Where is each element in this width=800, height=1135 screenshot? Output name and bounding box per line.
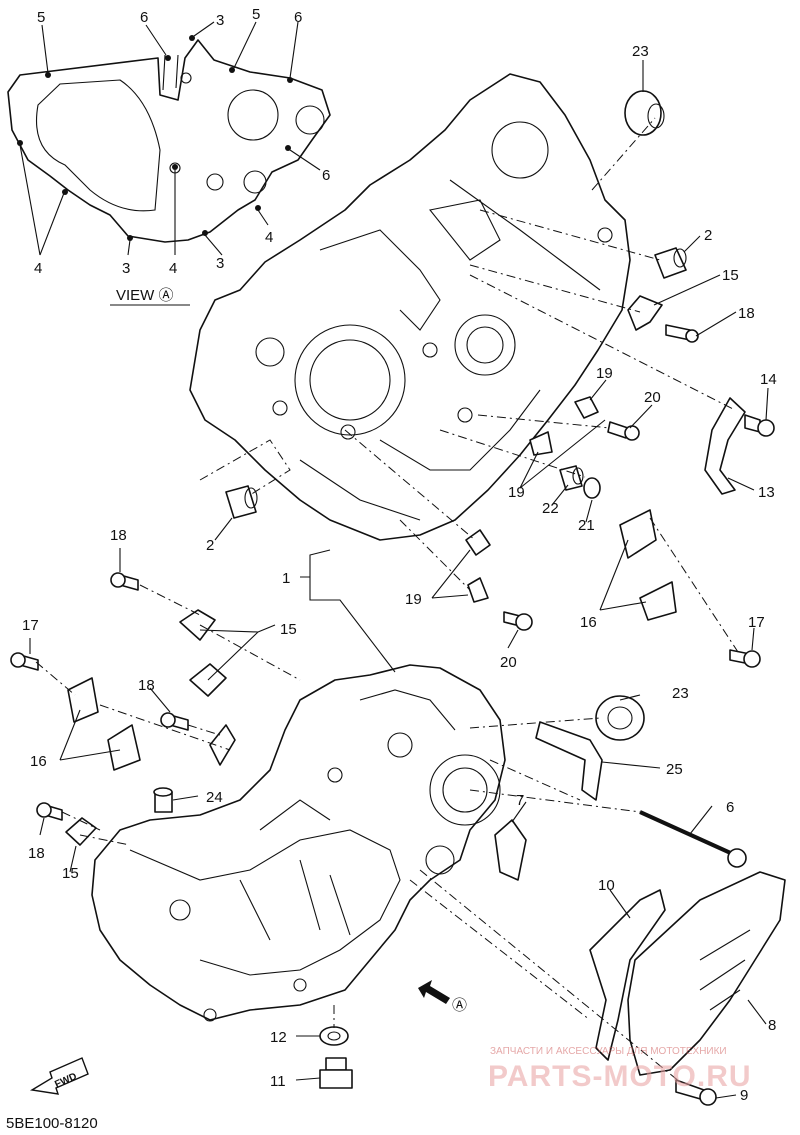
callout-2-upper: 2 — [704, 227, 712, 244]
callout-21: 21 — [578, 517, 595, 534]
leader-lines — [29, 60, 769, 1099]
callout-8: 8 — [768, 1017, 776, 1034]
callout-20-upper: 20 — [644, 389, 661, 406]
bracket-13 — [704, 397, 746, 495]
callout-6: 6 — [726, 799, 734, 816]
plate-16-right-b — [639, 581, 677, 621]
callout-11: 11 — [270, 1073, 286, 1090]
callout-23-upper: 23 — [632, 43, 649, 60]
view-a-caption: VIEW Ⓐ — [116, 287, 174, 304]
plate-19-a — [574, 396, 599, 419]
clamp-7 — [494, 819, 527, 881]
callout-22: 22 — [542, 500, 559, 517]
callout-10: 10 — [598, 877, 615, 894]
diagram-code: 5BE100-8120 — [6, 1115, 98, 1132]
callout-16-right: 16 — [580, 614, 597, 631]
callout-18-lower-left: 18 — [28, 845, 45, 862]
callout-inset-4a: 4 — [265, 229, 273, 246]
callout-inset-5a: 5 — [37, 9, 45, 26]
callout-23-lower: 23 — [672, 685, 689, 702]
long-bolt-6 — [639, 810, 747, 868]
bolt-17-right — [729, 649, 761, 668]
plate-15-upper — [627, 295, 663, 331]
drain-plug-11 — [319, 1057, 353, 1089]
watermark-logo: PARTS-MOTO.RU — [488, 1060, 752, 1093]
dowel-pin-2-upper — [654, 247, 687, 279]
view-a-arrow-label: Ⓐ — [452, 997, 467, 1014]
callout-labels: 5 6 3 5 6 6 4 4 3 4 3 23 2 15 18 14 19 2… — [22, 6, 777, 1104]
callout-18-upper: 18 — [738, 305, 755, 322]
bolt-18-mid — [160, 712, 189, 731]
fitting-24 — [153, 787, 173, 813]
dowel-22 — [559, 465, 584, 491]
view-a-arrow: Ⓐ — [418, 980, 467, 1014]
plate-15-mid — [209, 724, 236, 766]
callout-inset-4c: 4 — [169, 260, 177, 277]
callout-inset-3c: 3 — [216, 255, 224, 272]
callout-inset-4b: 4 — [34, 260, 42, 277]
bolt-20-middle — [503, 611, 533, 631]
plate-19-b — [529, 431, 553, 456]
view-a-inset — [7, 21, 331, 306]
sprocket-cover-8 — [627, 871, 786, 1076]
bolt-14 — [744, 414, 775, 437]
watermark: ЗАПЧАСТИ И АКСЕССУАРЫ ДЛЯ МОТОТЕХНИКИ PA… — [488, 1046, 752, 1093]
callout-inset-6c: 6 — [322, 167, 330, 184]
callout-19-c: 19 — [405, 591, 422, 608]
callout-2-lower: 2 — [206, 537, 214, 554]
callout-18-mid: 18 — [138, 677, 155, 694]
oil-seal-23-upper — [624, 90, 665, 136]
washer-12 — [319, 1026, 349, 1046]
callout-19-b: 19 — [508, 484, 525, 501]
gasket-dowel-dots — [17, 35, 293, 241]
plate-15-left-a — [179, 609, 216, 641]
bracket-25 — [535, 721, 603, 801]
callout-inset-6b: 6 — [294, 9, 302, 26]
crankcase-left-half — [91, 664, 506, 1022]
callout-17-left: 17 — [22, 617, 39, 634]
callout-inset-3a: 3 — [216, 12, 224, 29]
callout-1: 1 — [282, 570, 290, 587]
bolt-17-left — [10, 652, 39, 671]
callout-9: 9 — [740, 1087, 748, 1104]
plate-19-d — [467, 577, 489, 603]
oil-seal-23-lower — [595, 695, 645, 741]
inset-leader-lines — [19, 21, 321, 256]
callout-15-lower-left: 15 — [62, 865, 79, 882]
bolt-18-upper — [665, 324, 699, 343]
callout-inset-3b: 3 — [122, 260, 130, 277]
bolt-18-left — [110, 572, 139, 591]
callout-12: 12 — [270, 1029, 287, 1046]
callout-20-middle: 20 — [500, 654, 517, 671]
plate-16-left-b — [107, 724, 141, 771]
callout-15-left: 15 — [280, 621, 297, 638]
plate-16-left-a — [67, 677, 99, 723]
plate-19-c — [465, 529, 491, 556]
callout-16-left: 16 — [30, 753, 47, 770]
callout-7: 7 — [516, 792, 524, 809]
bolt-9 — [675, 1079, 717, 1106]
callout-18-left: 18 — [110, 527, 127, 544]
bolt-18-lower-left — [36, 802, 63, 821]
plate-16-right-a — [619, 509, 657, 559]
callout-inset-5b: 5 — [252, 6, 260, 23]
callout-17-right: 17 — [748, 614, 765, 631]
bolt-20-upper — [607, 421, 640, 441]
plate-15-lower-left — [65, 817, 97, 846]
callout-15-upper: 15 — [722, 267, 739, 284]
callout-14: 14 — [760, 371, 777, 388]
callout-13: 13 — [758, 484, 775, 501]
crankcase-right-half — [189, 73, 631, 541]
gasket-10 — [589, 889, 666, 1061]
callout-25: 25 — [666, 761, 683, 778]
dowel-pin-2-lower — [225, 485, 258, 519]
callout-inset-6a: 6 — [140, 9, 148, 26]
fwd-arrow-icon: FWD — [29, 1057, 89, 1095]
o-ring-21 — [583, 477, 601, 499]
callout-19-a: 19 — [596, 365, 613, 382]
watermark-tagline: ЗАПЧАСТИ И АКСЕССУАРЫ ДЛЯ МОТОТЕХНИКИ — [490, 1046, 727, 1057]
callout-24: 24 — [206, 789, 223, 806]
